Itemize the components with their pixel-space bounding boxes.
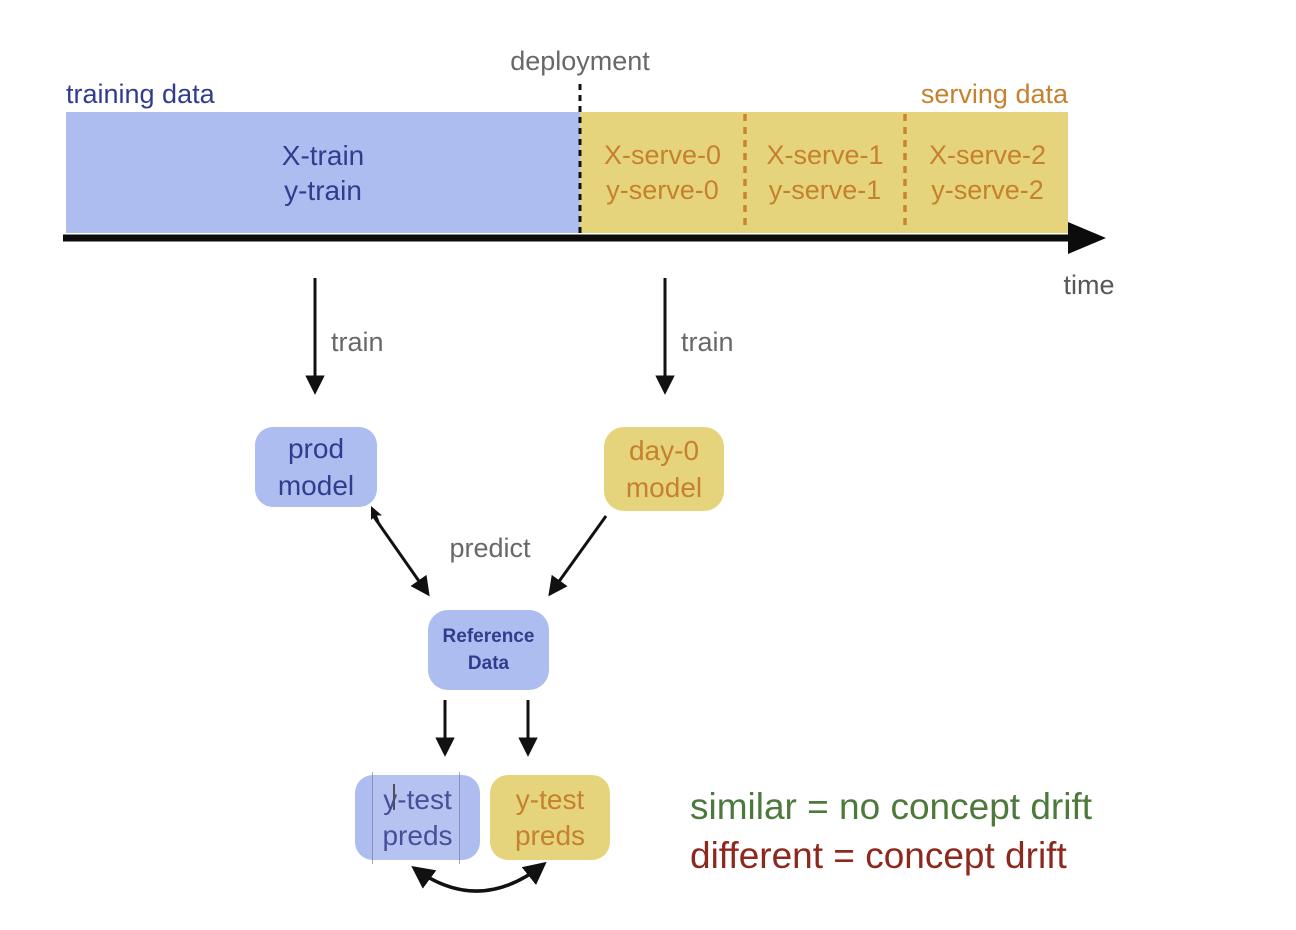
ytest-day0-line1: y-test — [515, 783, 585, 815]
similar-legend-line: similar = no concept drift — [690, 786, 1093, 827]
train-segment-text: X-train y-train — [66, 112, 580, 233]
predict-label: predict — [449, 533, 531, 563]
time-label: time — [1063, 270, 1115, 300]
different-legend-line: different = concept drift — [690, 835, 1067, 876]
time-axis-arrowhead — [1068, 222, 1106, 254]
ytest-ref-line2: preds — [382, 819, 453, 851]
serve-segment-0: X-serve-0 y-serve-0 — [582, 112, 743, 233]
predict-arrow-right — [548, 515, 608, 597]
serve-segment-2: X-serve-2 y-serve-2 — [907, 112, 1068, 233]
reference-data-node: Reference Data — [428, 610, 549, 690]
day0-model-line1: day-0 — [628, 435, 700, 466]
training-data-bar — [66, 112, 580, 233]
serving-data-label: serving data — [920, 79, 1068, 109]
deployment-label: deployment — [510, 46, 650, 76]
ytest-preds-ref-node[interactable]: y-test preds — [355, 772, 480, 864]
day0-model-line2: model — [625, 472, 703, 503]
mouse-cursor — [371, 506, 382, 523]
y-train-label: y-train — [284, 174, 362, 206]
x-serve-0-label: X-serve-0 — [603, 139, 722, 170]
prod-model-node: prod model — [255, 427, 377, 507]
x-serve-1-label: X-serve-1 — [766, 139, 884, 170]
train-label-right: train — [681, 327, 734, 357]
reference-line2: Data — [467, 653, 510, 674]
ytest-preds-day0-node: y-test preds — [490, 775, 610, 860]
ytest-day0-line2: preds — [514, 819, 586, 851]
training-data-label: training data — [66, 79, 215, 109]
prod-model-line2: model — [277, 470, 355, 501]
y-serve-1-label: y-serve-1 — [768, 174, 882, 205]
text-cursor — [393, 784, 395, 810]
y-serve-0-label: y-serve-0 — [606, 174, 719, 205]
serving-data-bar — [580, 112, 1068, 233]
drift-legend: similar = no concept drift different = c… — [690, 782, 1092, 880]
day0-model-node: day-0 model — [604, 427, 724, 511]
prod-model-line1: prod — [287, 433, 345, 464]
compare-arrow — [411, 861, 547, 893]
serve-segment-1: X-serve-1 y-serve-1 — [747, 112, 903, 233]
x-train-label: X-train — [281, 139, 365, 171]
reference-line1: Reference — [442, 626, 535, 647]
x-serve-2-label: X-serve-2 — [928, 139, 1047, 170]
y-serve-2-label: y-serve-2 — [931, 174, 1044, 205]
predict-arrow-left — [370, 513, 430, 597]
text-selection-overlay — [372, 772, 460, 864]
train-label-left: train — [331, 327, 384, 357]
